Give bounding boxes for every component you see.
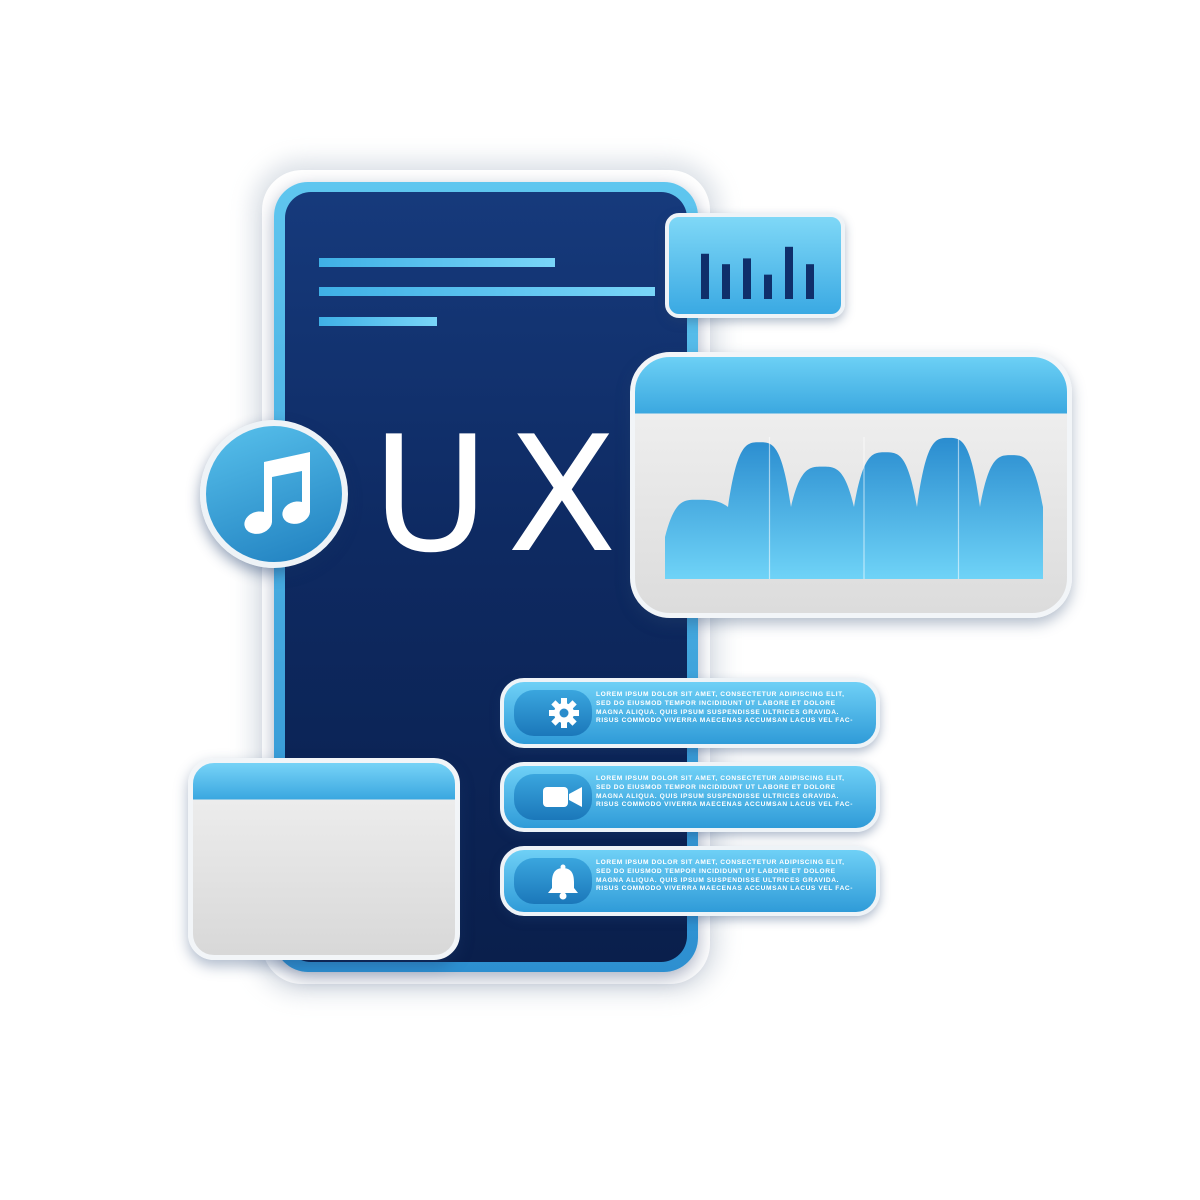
list-item-text: Lorem ipsum dolor sit amet, consectetur … <box>596 775 854 809</box>
bar-chart-bar <box>722 264 730 299</box>
music-button[interactable] <box>200 420 348 568</box>
bar-chart-widget[interactable] <box>665 213 845 318</box>
bar-chart-bar <box>764 274 772 299</box>
ux-title: UX <box>372 401 635 588</box>
bar-chart-bar <box>743 258 751 299</box>
area-chart-fill <box>665 437 1043 579</box>
video-icon-box <box>514 774 592 820</box>
video-camera-icon <box>543 787 582 807</box>
list-item-settings[interactable]: Lorem ipsum dolor sit amet, consectetur … <box>500 678 880 748</box>
text-placeholder-line <box>319 317 437 326</box>
bar-chart-graphic <box>701 246 814 299</box>
list-item-notification[interactable]: Lorem ipsum dolor sit amet, consectetur … <box>500 846 880 916</box>
bar-chart-bar <box>785 246 793 299</box>
phone-frame <box>274 182 698 972</box>
area-chart-widget[interactable] <box>630 352 1072 618</box>
gear-icon <box>549 698 579 728</box>
list-item-video[interactable]: Lorem ipsum dolor sit amet, consectetur … <box>500 762 880 832</box>
list-item-text: Lorem ipsum dolor sit amet, consectetur … <box>596 859 854 893</box>
music-note-icon <box>244 452 310 534</box>
bar-chart-bar <box>701 253 709 299</box>
bell-icon-box <box>514 858 592 904</box>
area-chart-graphic <box>665 437 1043 579</box>
bell-icon <box>548 864 578 900</box>
window-widget[interactable] <box>188 758 460 960</box>
text-placeholder-line <box>319 258 555 267</box>
list-item-text: Lorem ipsum dolor sit amet, consectetur … <box>596 691 854 725</box>
settings-icon-box <box>514 690 592 736</box>
text-placeholder-line <box>319 287 655 296</box>
bar-chart-bar <box>806 264 814 299</box>
